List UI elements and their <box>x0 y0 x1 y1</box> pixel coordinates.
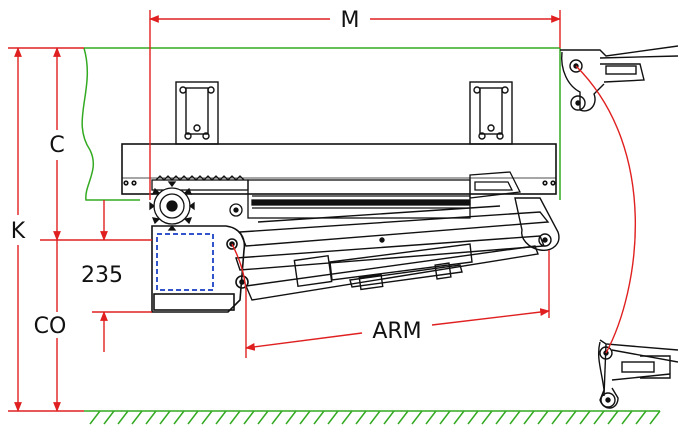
ground-hatch-mark <box>439 410 451 425</box>
ground-hatch-mark <box>327 410 339 425</box>
wall-outline <box>81 47 560 201</box>
ground-hatch-mark <box>579 410 591 425</box>
ground-hatch-mark <box>89 410 101 425</box>
ground-hatch-mark <box>103 410 115 425</box>
ground-hatch-mark <box>243 410 255 425</box>
ground-hatch-mark <box>621 410 633 425</box>
ground-hatch-mark <box>313 410 325 425</box>
swing-arms <box>235 205 550 301</box>
actuator <box>293 243 473 291</box>
ground-hatch-mark <box>607 410 619 425</box>
gear-rack <box>149 175 249 231</box>
ground-hatch-mark <box>551 410 563 425</box>
ground-hatch-mark <box>565 410 577 425</box>
ground-hatch-mark <box>383 410 395 425</box>
ground-hatch-mark <box>159 410 171 425</box>
ground-hatch-mark <box>271 410 283 425</box>
ground-hatch-mark <box>117 410 129 425</box>
ground-hatch-mark <box>145 410 157 425</box>
ground-hatch-mark <box>495 410 507 425</box>
ground-hatch-mark <box>173 410 185 425</box>
ground-hatch-mark <box>467 410 479 425</box>
dimension-label-m: M <box>341 8 360 33</box>
ground-hatch-mark <box>649 410 661 425</box>
dimension-label-c: C <box>49 133 64 158</box>
ground-hatch-mark <box>593 410 605 425</box>
ground-hatch-mark <box>299 410 311 425</box>
ground-hatch-mark <box>229 410 241 425</box>
dimension-label-235: 235 <box>81 263 123 288</box>
ground-hatch-mark <box>509 410 521 425</box>
ground-hatch-mark <box>635 410 647 425</box>
door-top <box>560 45 678 112</box>
ground-hatch-mark <box>523 410 535 425</box>
ground-hatch-mark <box>187 410 199 425</box>
dimension-label-co: CO <box>34 314 67 339</box>
ground-hatch-mark <box>453 410 465 425</box>
ground-hatch-mark <box>285 410 297 425</box>
motor-box <box>156 233 214 291</box>
rail-assembly <box>229 171 521 219</box>
ground-hatch-mark <box>481 410 493 425</box>
dimension-lines <box>8 10 637 412</box>
ground-hatch-mark <box>201 410 213 425</box>
arm-pivot-bracket <box>514 197 560 251</box>
ground-hatch-mark <box>425 410 437 425</box>
ground-hatch-mark <box>397 410 409 425</box>
ground-hatch-mark <box>369 410 381 425</box>
ground-line <box>84 410 661 425</box>
ground-hatch-mark <box>537 410 549 425</box>
ground-hatch-mark <box>355 410 367 425</box>
dimension-label-k: K <box>11 219 26 244</box>
dimension-label-arm: ARM <box>372 319 421 344</box>
mounting-bracket-right <box>469 81 513 145</box>
door-bottom <box>597 339 678 409</box>
ground-hatch-mark <box>131 410 143 425</box>
motor-housing <box>151 225 249 313</box>
mounting-bracket-left <box>175 81 219 145</box>
ground-hatch-mark <box>411 410 423 425</box>
ground-hatch-mark <box>341 410 353 425</box>
ground-hatch-mark <box>215 410 227 425</box>
ground-hatch-mark <box>257 410 269 425</box>
